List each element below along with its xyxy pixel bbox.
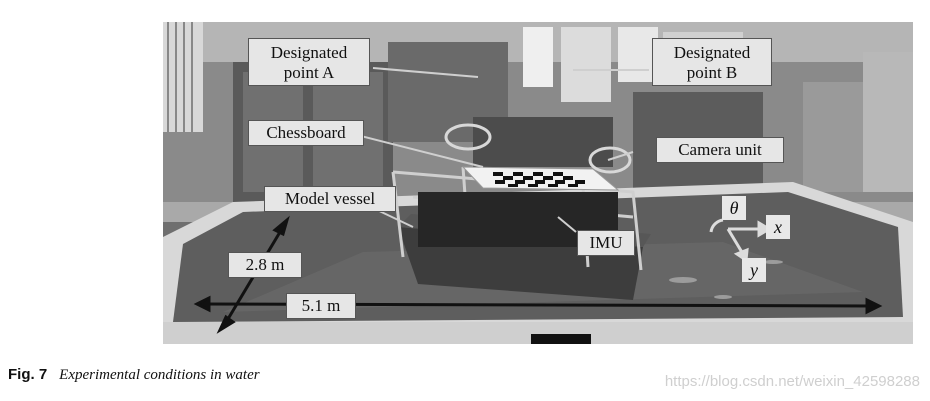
watermark: https://blog.csdn.net/weixin_42598288 bbox=[664, 373, 920, 390]
designated-a-text: Designated point A bbox=[270, 43, 348, 82]
experiment-photo bbox=[163, 22, 913, 344]
label-imu: IMU bbox=[577, 230, 635, 256]
label-camera-unit: Camera unit bbox=[656, 137, 784, 163]
figure-number: Fig. 7 bbox=[8, 366, 48, 383]
figure-caption: Fig. 7 Experimental conditions in water bbox=[8, 366, 260, 384]
designated-b-text: Designated point B bbox=[673, 43, 751, 82]
label-designated-point-b: Designated point B bbox=[652, 38, 772, 86]
label-length-dimension: 5.1 m bbox=[286, 293, 356, 319]
axis-x-label: x bbox=[766, 215, 790, 239]
caption-text: Experimental conditions in water bbox=[59, 367, 260, 383]
label-width-dimension: 2.8 m bbox=[228, 252, 302, 278]
label-model-vessel: Model vessel bbox=[264, 186, 396, 212]
label-chessboard: Chessboard bbox=[248, 120, 364, 146]
axis-theta-label: θ bbox=[722, 196, 746, 220]
label-designated-point-a: Designated point A bbox=[248, 38, 370, 86]
axis-y-label: y bbox=[742, 258, 766, 282]
